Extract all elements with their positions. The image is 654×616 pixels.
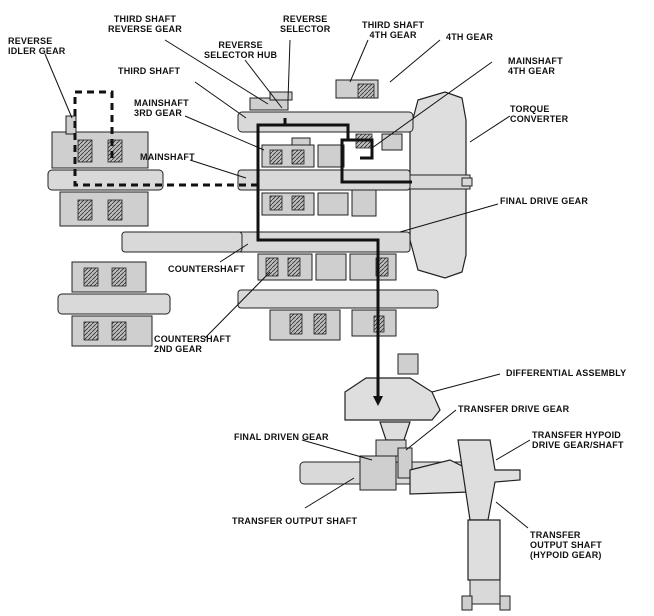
third-shaft: [237, 79, 414, 151]
left-gear-cluster: [47, 115, 243, 347]
final-drive-gear-label: FINAL DRIVE GEAR: [500, 196, 589, 206]
differential-assembly: [344, 353, 441, 457]
reverse-idler-dashed-path: [73, 90, 258, 187]
mainshaft-3rd-gear-label: MAINSHAFT 3RD GEAR: [134, 98, 189, 118]
transfer-assembly: [299, 439, 521, 611]
third-shaft-label: THIRD SHAFT: [118, 66, 181, 76]
countershaft: [237, 231, 439, 341]
reverse-selector-label: REVERSE SELECTOR: [280, 14, 331, 34]
differential-assembly-label: DIFFERENTIAL ASSEMBLY: [506, 368, 627, 378]
leader-lines: [44, 39, 531, 529]
torque-converter-label: TORQUE CONVERTER: [510, 104, 569, 124]
countershaft-2nd-gear-label: COUNTERSHAFT 2ND GEAR: [154, 334, 231, 354]
reverse-selector-hub-label: REVERSE SELECTOR HUB: [204, 40, 278, 60]
fourth-gear-label: 4TH GEAR: [446, 32, 494, 42]
mainshaft-label: MAINSHAFT: [140, 152, 195, 162]
torque-converter: [399, 91, 473, 279]
third-shaft-reverse-gear-label: THIRD SHAFT REVERSE GEAR: [108, 14, 182, 34]
reverse-idler-gear-label: REVERSE IDLER GEAR: [8, 36, 66, 56]
transfer-output-shaft-hypoid-gear-label: TRANSFER OUTPUT SHAFT (HYPOID GEAR): [530, 530, 602, 560]
power-flow-path: [256, 118, 412, 406]
final-driven-gear-label: FINAL DRIVEN GEAR: [234, 432, 329, 442]
transfer-output-shaft-label: TRANSFER OUTPUT SHAFT: [232, 516, 358, 526]
countershaft-label: COUNTERSHAFT: [168, 264, 245, 274]
transfer-hypoid-drive-gear-shaft-label: TRANSFER HYPOID DRIVE GEAR/SHAFT: [532, 430, 624, 450]
third-shaft-4th-gear-label: THIRD SHAFT 4TH GEAR: [362, 20, 425, 40]
mainshaft: [237, 144, 411, 217]
transfer-drive-gear-label: TRANSFER DRIVE GEAR: [458, 404, 570, 414]
mainshaft-4th-gear-label: MAINSHAFT 4TH GEAR: [508, 56, 563, 76]
